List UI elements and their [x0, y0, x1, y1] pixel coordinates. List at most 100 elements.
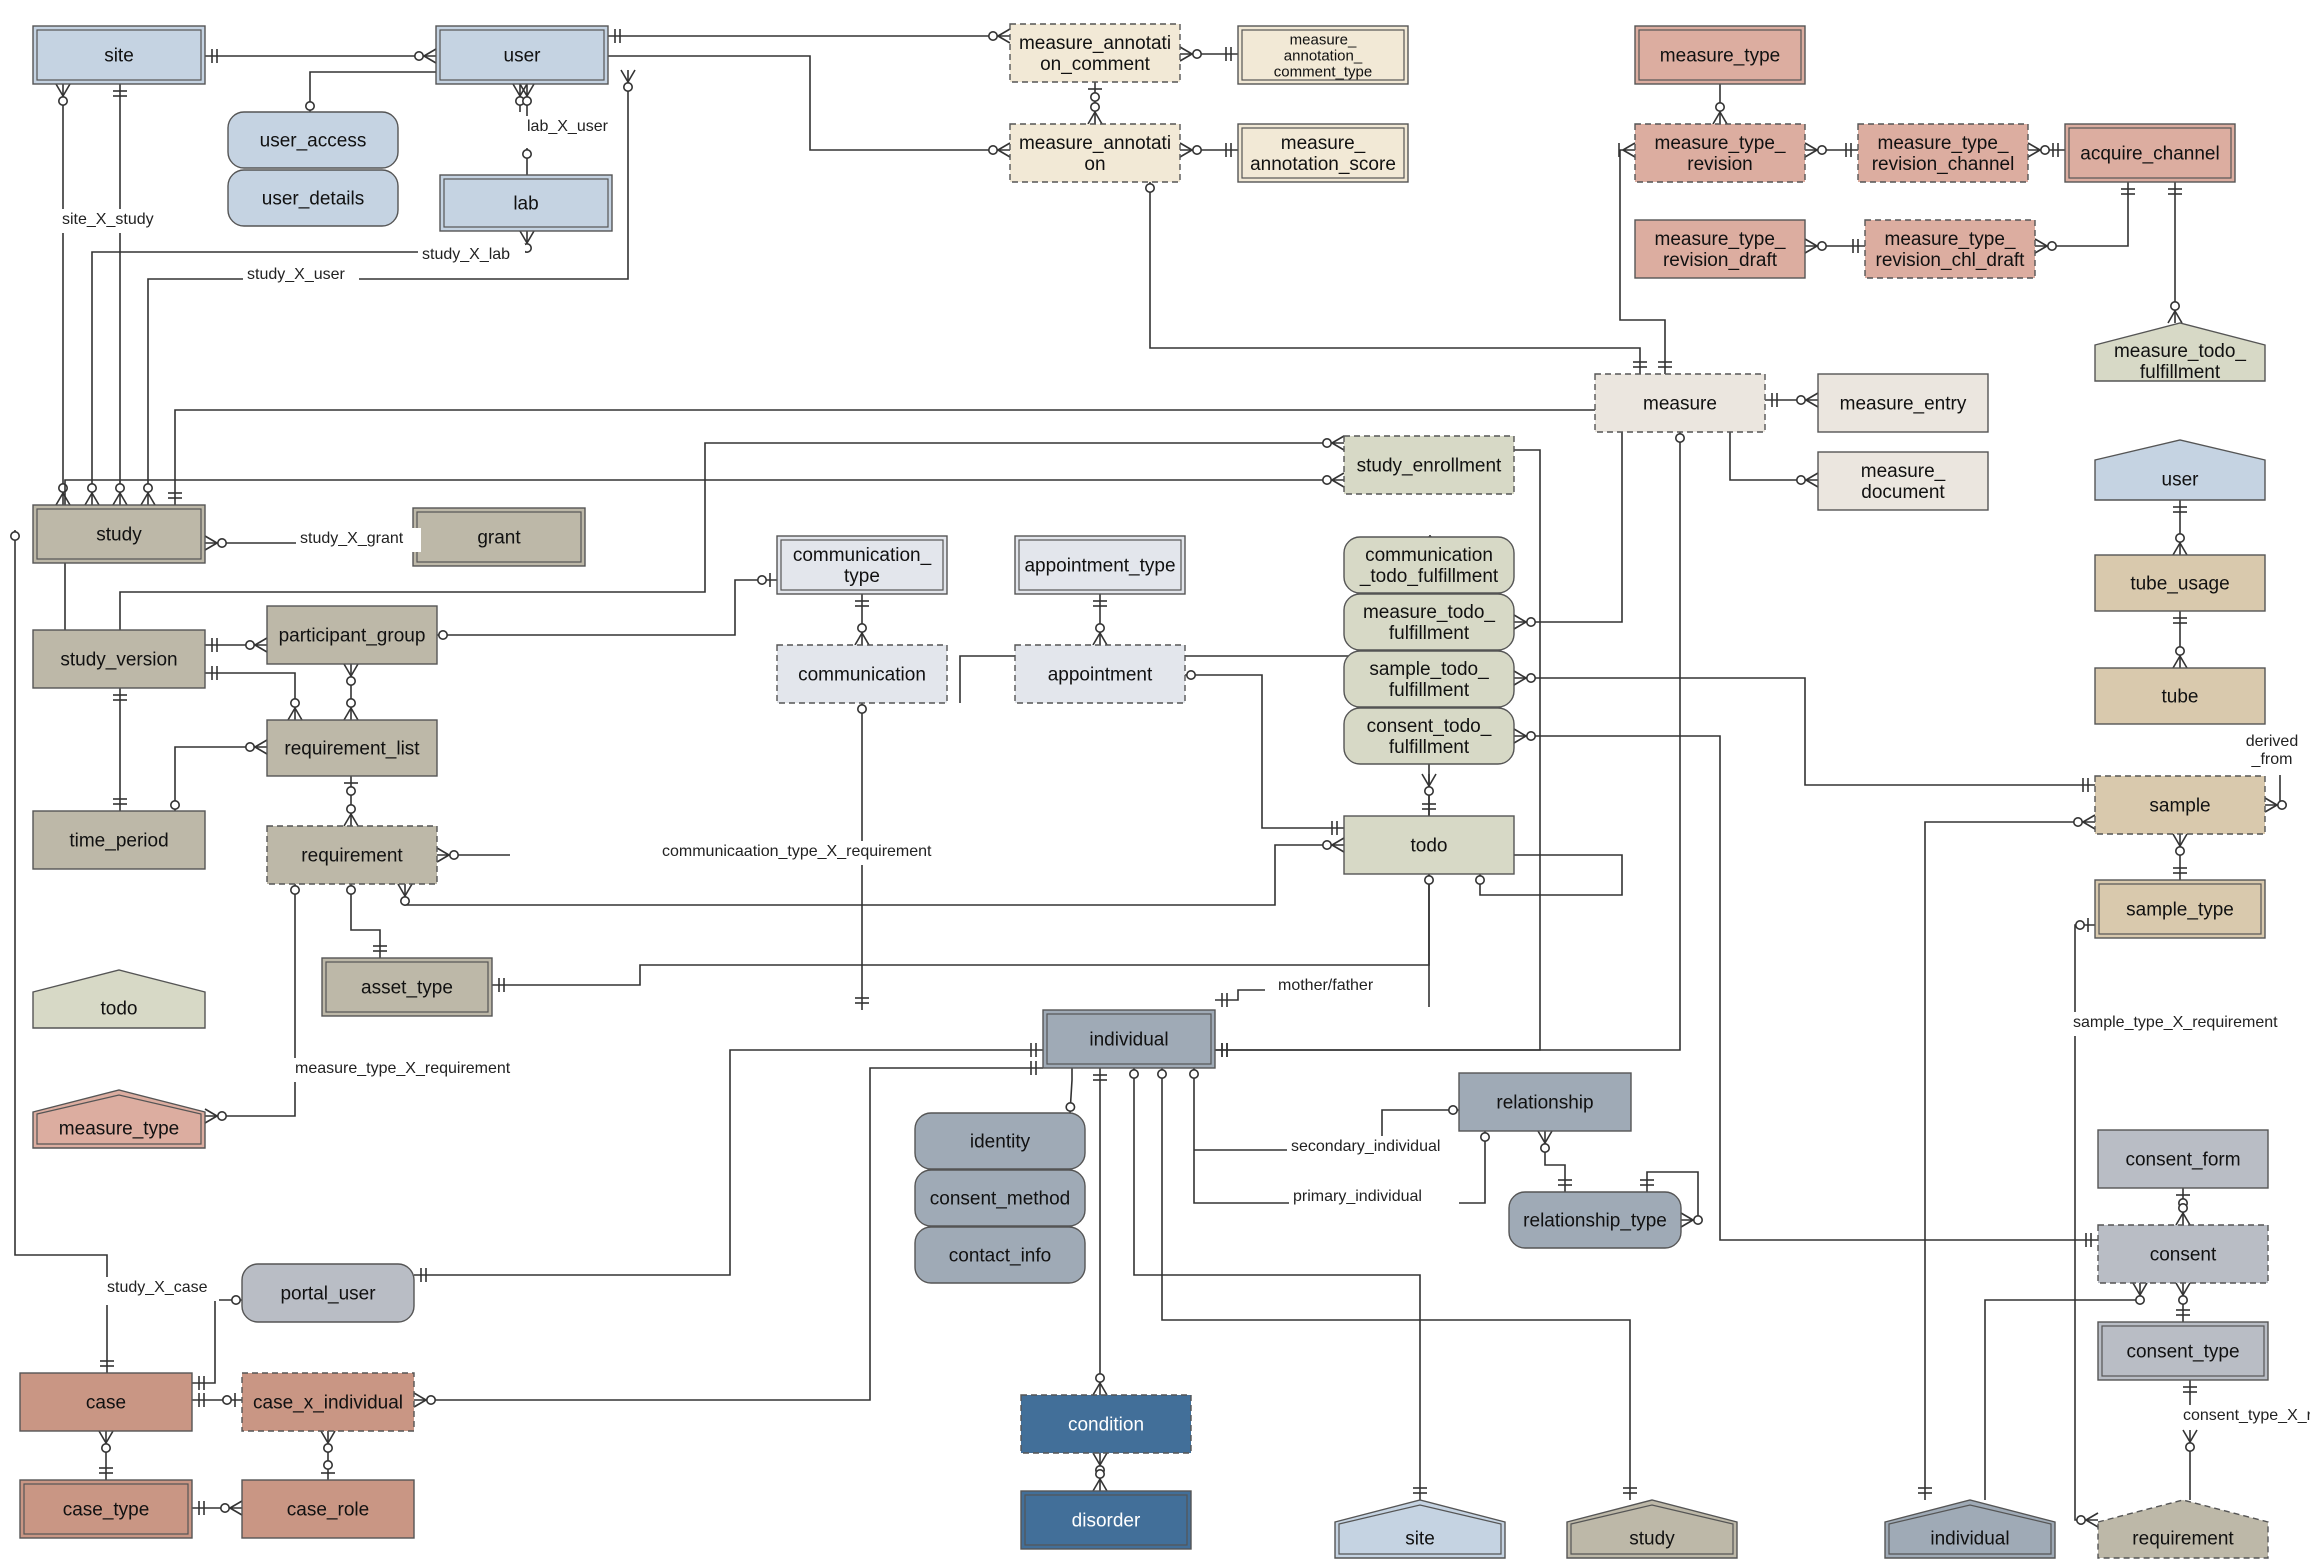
- entity-requirement-ref[interactable]: requirement: [2097, 1499, 2269, 1559]
- entity-sample[interactable]: sample: [2094, 775, 2266, 835]
- entity-time-period[interactable]: time_period: [32, 810, 206, 870]
- entity-label: _todo_fulfillment: [1359, 566, 1499, 587]
- entity-measure-type-ref[interactable]: measure_type: [32, 1089, 206, 1149]
- entity-label: measure_type_: [1655, 133, 1786, 154]
- entity-requirement[interactable]: requirement: [266, 825, 438, 885]
- entity-case-type[interactable]: case_type: [19, 1479, 193, 1539]
- entity-measure-document[interactable]: measure_document: [1817, 451, 1989, 511]
- relationship-lines: [10, 28, 2288, 1528]
- entity-communication-todo-fulfillment[interactable]: communication_todo_fulfillment: [1343, 536, 1515, 594]
- entity-user-ref[interactable]: user: [2094, 439, 2266, 501]
- entity-measure-type-revision[interactable]: measure_type_revision: [1634, 123, 1806, 183]
- entity-measure-type-revision-channel[interactable]: measure_type_revision_channel: [1857, 123, 2029, 183]
- entity-measure-annotation-comment-type[interactable]: measure_annotation_comment_type: [1237, 25, 1409, 85]
- entity-lab[interactable]: lab: [439, 174, 613, 232]
- entity-measure-todo-fulfillment-ref[interactable]: measure_todo_fulfillment: [2094, 322, 2266, 383]
- label-study-x-user: study_X_user: [243, 264, 359, 288]
- entity-label: condition: [1068, 1415, 1144, 1436]
- entity-disorder[interactable]: disorder: [1020, 1490, 1192, 1550]
- label-measure-type-x-req: measure_type_X_requirement: [291, 1058, 533, 1082]
- entity-label: consent_method: [930, 1189, 1071, 1210]
- entity-study-enrollment[interactable]: study_enrollment: [1343, 435, 1515, 495]
- entity-label: measure_todo_: [1363, 602, 1495, 623]
- entity-case-role[interactable]: case_role: [241, 1479, 415, 1539]
- entity-communication-type[interactable]: communication_type: [776, 535, 948, 595]
- entity-measure-annotation[interactable]: measure_annotation: [1009, 123, 1181, 183]
- entity-measure-annotation-score[interactable]: measure_annotation_score: [1237, 123, 1409, 183]
- entity-tube-usage[interactable]: tube_usage: [2094, 554, 2266, 612]
- entity-label: relationship: [1496, 1093, 1593, 1114]
- entity-label: participant_group: [279, 626, 426, 647]
- entity-appointment[interactable]: appointment: [1014, 644, 1186, 704]
- entity-sample-type[interactable]: sample_type: [2094, 879, 2266, 939]
- entity-sample-todo-fulfillment[interactable]: sample_todo_fulfillment: [1343, 650, 1515, 708]
- entity-acquire-channel[interactable]: acquire_channel: [2064, 123, 2236, 183]
- entity-measure-type-revision-chl-draft[interactable]: measure_type_revision_chl_draft: [1864, 219, 2036, 279]
- entity-grant[interactable]: grant: [412, 507, 586, 567]
- entity-communication[interactable]: communication: [776, 644, 948, 704]
- entity-consent-todo-fulfillment[interactable]: consent_todo_fulfillment: [1343, 707, 1515, 765]
- entity-user-details[interactable]: user_details: [227, 169, 399, 227]
- entity-consent-form[interactable]: consent_form: [2097, 1129, 2269, 1189]
- entity-measure-type-top[interactable]: measure_type: [1634, 25, 1806, 85]
- entity-relationship[interactable]: relationship: [1458, 1072, 1632, 1132]
- entity-individual[interactable]: individual: [1042, 1009, 1216, 1069]
- entity-case[interactable]: case: [19, 1372, 193, 1432]
- entity-consent-method[interactable]: consent_method: [914, 1169, 1086, 1227]
- entity-label: user_details: [262, 189, 364, 210]
- label-sample-type-x-req: sample_type_X_requirement: [2069, 1012, 2302, 1036]
- entity-relationship-type[interactable]: relationship_type: [1508, 1191, 1682, 1249]
- entity-study-version[interactable]: study_version: [32, 629, 206, 689]
- entity-label: revision: [1687, 154, 1752, 175]
- entity-contact-info[interactable]: contact_info: [914, 1226, 1086, 1284]
- entity-study[interactable]: study: [32, 504, 206, 564]
- svg-text:communicaation_type_X_requirem: communicaation_type_X_requirement: [662, 843, 932, 860]
- entity-label: sample: [2149, 796, 2210, 817]
- entity-label: case_role: [287, 1500, 369, 1521]
- entity-identity[interactable]: identity: [914, 1112, 1086, 1170]
- entity-label: measure_entry: [1840, 394, 1967, 415]
- entity-measure-annotation-comment[interactable]: measure_annotation_comment: [1009, 23, 1181, 83]
- entity-measure-entry[interactable]: measure_entry: [1817, 373, 1989, 433]
- entity-condition[interactable]: condition: [1020, 1394, 1192, 1454]
- entity-label: contact_info: [949, 1246, 1051, 1267]
- entity-tube[interactable]: tube: [2094, 667, 2266, 725]
- entity-study-ref[interactable]: study: [1566, 1499, 1738, 1559]
- entity-consent-type[interactable]: consent_type: [2097, 1321, 2269, 1381]
- entity-label: measure_annotati: [1019, 133, 1171, 154]
- entity-consent[interactable]: consent: [2097, 1224, 2269, 1284]
- entity-todo-ref[interactable]: todo: [32, 969, 206, 1029]
- entity-user-access[interactable]: user_access: [227, 111, 399, 169]
- label-study-x-lab: study_X_lab: [418, 244, 525, 268]
- entity-asset-type[interactable]: asset_type: [321, 957, 493, 1017]
- entity-label: communication: [798, 665, 926, 686]
- svg-text:consent_type_X_requirement: consent_type_X_requirement: [2183, 1407, 2310, 1424]
- entity-label: consent_todo_: [1367, 716, 1492, 737]
- entity-site-ref[interactable]: site: [1334, 1499, 1506, 1559]
- entity-portal-user[interactable]: portal_user: [241, 1263, 415, 1323]
- entity-measure-type-revision-draft[interactable]: measure_type_revision_draft: [1634, 219, 1806, 279]
- entity-label: revision_draft: [1663, 250, 1778, 271]
- entity-label: asset_type: [361, 978, 453, 999]
- entity-boxes: site user user_access user_details lab measur…: [19, 23, 2269, 1559]
- svg-text:measure_type_X_requirement: measure_type_X_requirement: [295, 1060, 511, 1077]
- entity-appointment-type[interactable]: appointment_type: [1014, 535, 1186, 595]
- svg-text:lab_X_user: lab_X_user: [527, 118, 609, 135]
- entity-measure[interactable]: measure: [1594, 373, 1766, 433]
- entity-label: requirement: [2132, 1529, 2234, 1550]
- entity-individual-ref[interactable]: individual: [1884, 1499, 2056, 1559]
- entity-site[interactable]: site: [32, 25, 206, 85]
- entity-label: appointment: [1048, 665, 1153, 686]
- entity-todo[interactable]: todo: [1343, 815, 1515, 875]
- entity-label: study: [1629, 1529, 1675, 1550]
- entity-participant-group[interactable]: participant_group: [266, 605, 438, 665]
- entity-label: todo: [1411, 836, 1448, 857]
- label-site-x-study: site_X_study: [58, 209, 174, 233]
- entity-label: study_enrollment: [1357, 456, 1502, 477]
- entity-user[interactable]: user: [435, 25, 609, 85]
- entity-requirement-list[interactable]: requirement_list: [266, 719, 438, 777]
- entity-measure-todo-fulfillment[interactable]: measure_todo_fulfillment: [1343, 593, 1515, 651]
- entity-label: measure_: [1290, 31, 1357, 48]
- entity-case-x-individual[interactable]: case_x_individual: [241, 1372, 415, 1432]
- entity-label: individual: [1930, 1529, 2009, 1550]
